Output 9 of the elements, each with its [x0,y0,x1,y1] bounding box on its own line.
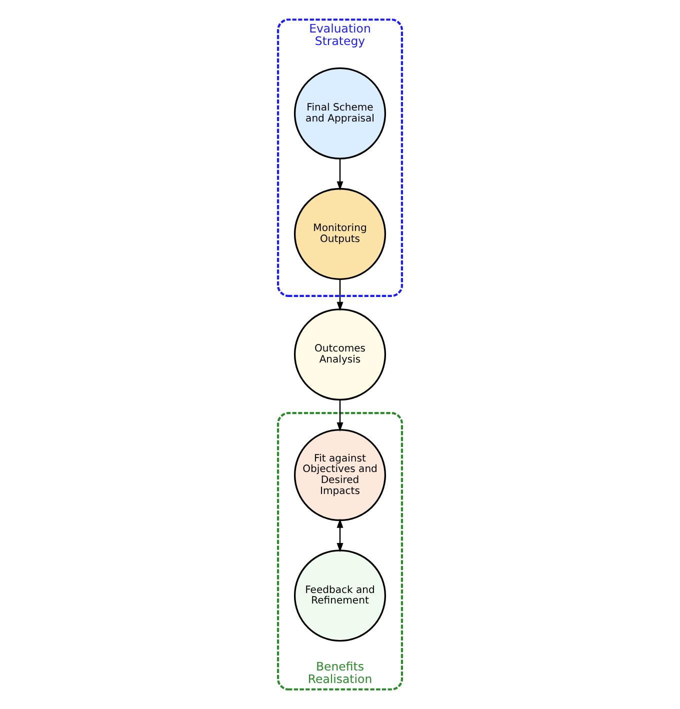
arrow [336,279,344,312]
node-circle: Fit against Objectives and Desired Impacts [294,429,386,522]
arrow [336,158,344,191]
arrow [336,400,344,432]
arrow [336,518,344,552]
node-circle: Final Scheme and Appraisal [294,67,386,160]
node-circle: Outcomes Analysis [294,308,386,401]
node-circle: Feedback and Refinement [294,550,386,642]
node-circle: Monitoring Outputs [294,188,386,280]
